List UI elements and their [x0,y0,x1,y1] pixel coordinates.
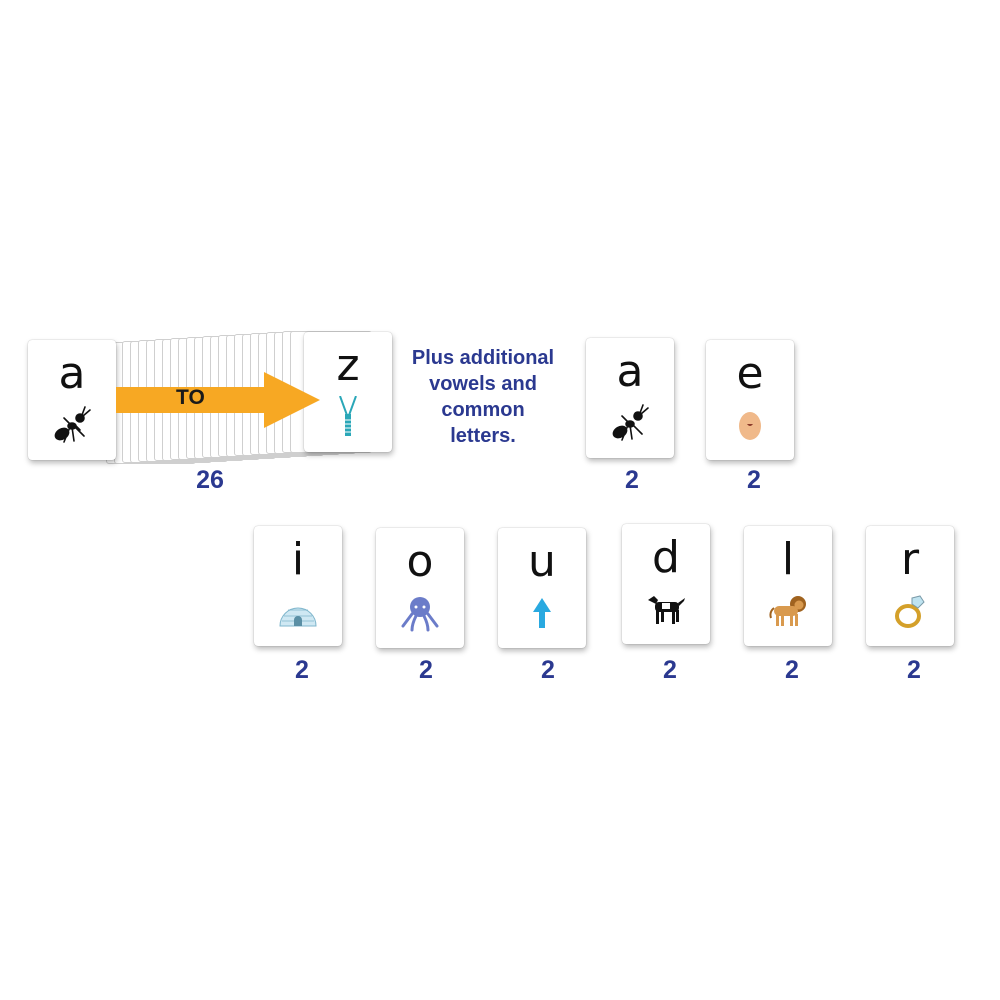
letter-card-i: i [254,526,342,646]
lion-icon [769,596,806,626]
dog-icon [648,596,685,624]
letter-card-l: l [744,526,832,646]
card-count: 2 [785,656,799,684]
card-letter: o [406,536,434,587]
card-letter: i [291,534,305,585]
card-letter: r [900,534,920,585]
card-letter: a [58,348,86,399]
letter-card-u: u [498,528,586,648]
card-letter: z [336,340,360,391]
plus-text-line: letters. [450,425,516,447]
up-arrow-icon [533,598,551,628]
arrow-right-icon [116,372,320,428]
letter-card-e: e [706,340,794,460]
card-count: 2 [663,656,677,684]
letter-card-a: a [586,338,674,458]
letter-card-a: a [28,340,116,460]
egg-icon [739,412,761,440]
card-letter: u [528,536,556,587]
plus-text-line: vowels and [429,373,537,395]
plus-text: Plus additional vowels and common letter… [392,345,574,449]
card-count: 2 [625,466,639,494]
zipper-icon [339,396,357,436]
letter-card-r: r [866,526,954,646]
letter-card-d: d [622,524,710,644]
ant-icon [612,404,649,441]
card-letter: a [616,346,644,397]
card-letter: d [652,532,680,583]
letter-card-z: z [304,332,392,452]
card-count: 2 [907,656,921,684]
igloo-icon [279,607,317,627]
card-letter: e [736,348,764,399]
card-count: 2 [541,656,555,684]
letter-card-o: o [376,528,464,648]
arrow-label: TO [176,386,205,409]
ant-icon [54,406,91,443]
card-count: 2 [419,656,433,684]
plus-text-line: Plus additional [411,347,555,369]
set-count: 26 [196,466,224,494]
card-count: 2 [747,466,761,494]
octopus-icon [401,597,439,632]
plus-text-line: common [441,399,525,421]
ring-icon [895,595,925,628]
card-count: 2 [295,656,309,684]
card-letter: l [781,534,795,585]
